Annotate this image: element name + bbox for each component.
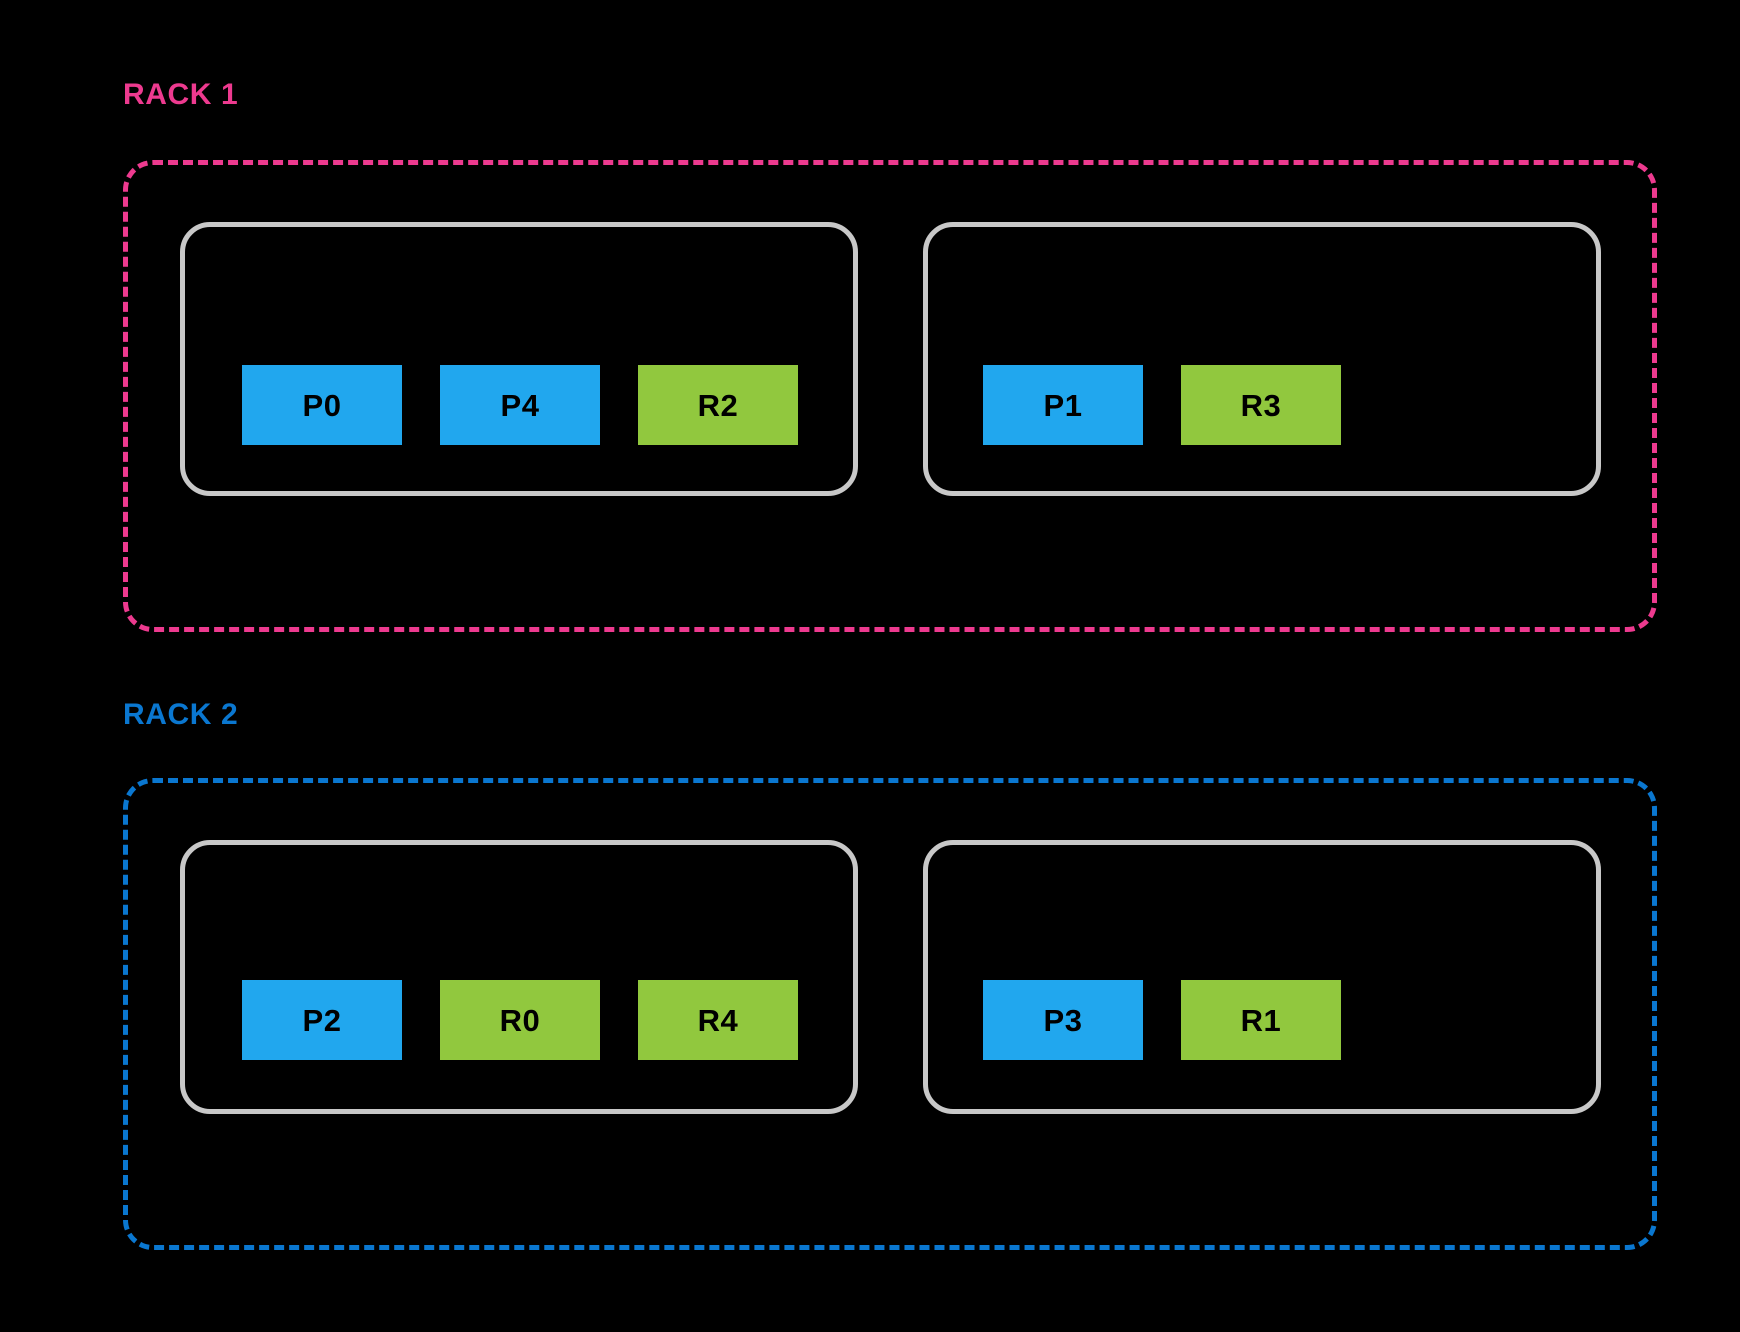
node-container-rack1-node1 [180, 222, 858, 496]
node-container-rack2-node1 [180, 840, 858, 1114]
rack-label-rack-1: RACK 1 [123, 78, 239, 111]
chip-r1[interactable]: R1 [1181, 980, 1341, 1060]
chip-r3[interactable]: R3 [1181, 365, 1341, 445]
chip-p4[interactable]: P4 [440, 365, 600, 445]
chip-p2[interactable]: P2 [242, 980, 402, 1060]
node-container-rack2-node2 [923, 840, 1601, 1114]
chip-r4[interactable]: R4 [638, 980, 798, 1060]
chip-p1[interactable]: P1 [983, 365, 1143, 445]
chip-p3[interactable]: P3 [983, 980, 1143, 1060]
chip-r0[interactable]: R0 [440, 980, 600, 1060]
rack-container-rack-1 [123, 160, 1657, 632]
node-container-rack1-node2 [923, 222, 1601, 496]
chip-p0[interactable]: P0 [242, 365, 402, 445]
rack-label-rack-2: RACK 2 [123, 698, 239, 731]
rack-container-rack-2 [123, 778, 1657, 1250]
chip-r2[interactable]: R2 [638, 365, 798, 445]
